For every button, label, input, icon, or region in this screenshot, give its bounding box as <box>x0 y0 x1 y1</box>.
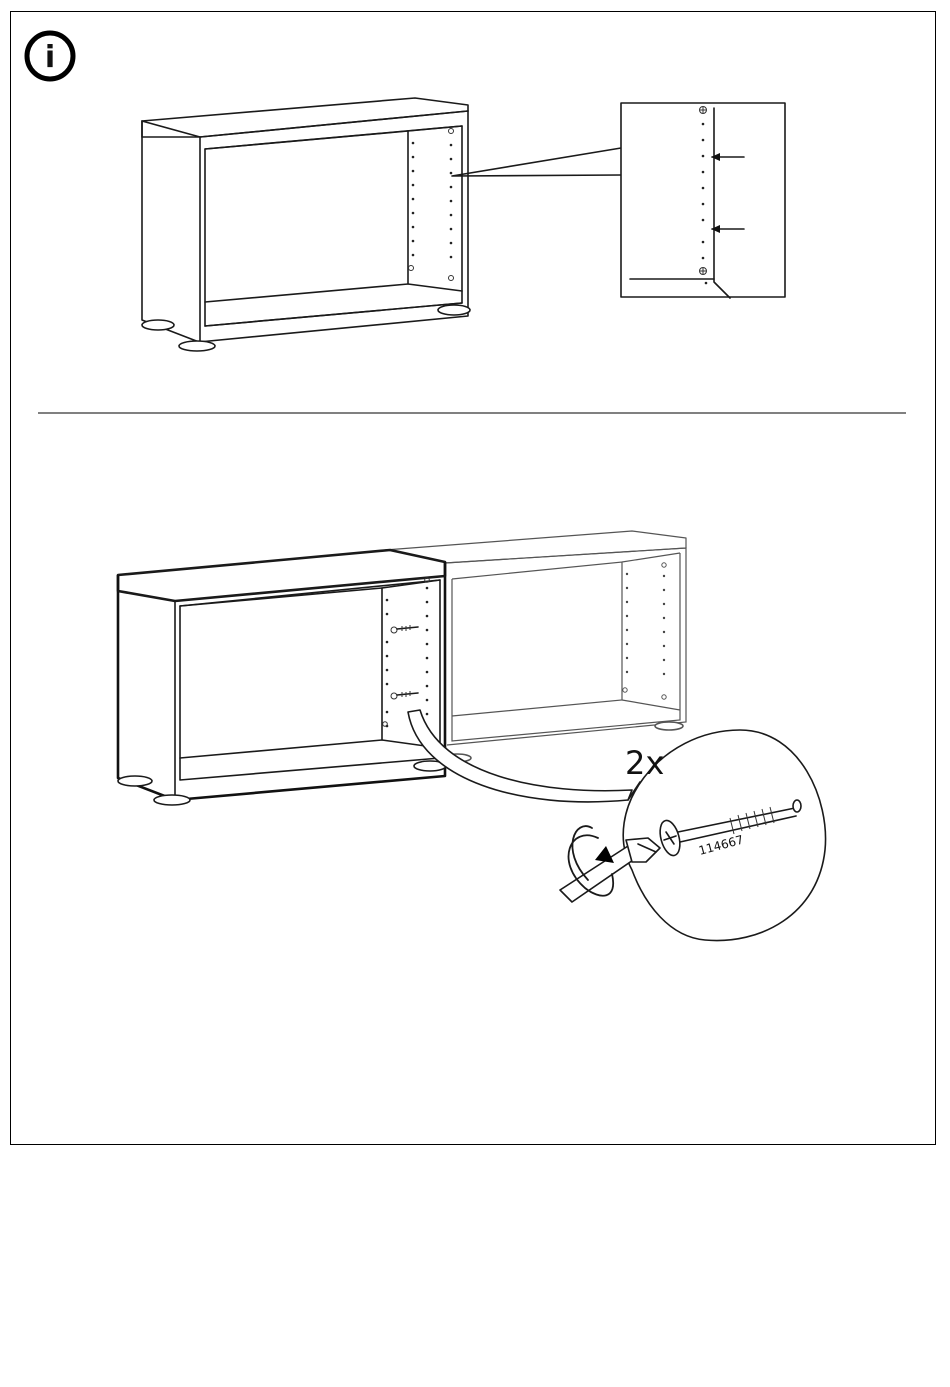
joining-screw-icon <box>391 625 418 699</box>
detail-callout-swoosh <box>408 710 632 802</box>
hole-detail-box <box>621 103 785 298</box>
quantity-label: 2x <box>625 744 664 782</box>
info-icon-glyph: i <box>45 40 55 75</box>
detail-callout-lines <box>452 148 621 176</box>
cabinet-front-view <box>142 98 470 351</box>
shelf-pin-holes <box>412 142 453 259</box>
left-cabinet <box>118 550 446 805</box>
info-icon: i <box>27 33 73 79</box>
